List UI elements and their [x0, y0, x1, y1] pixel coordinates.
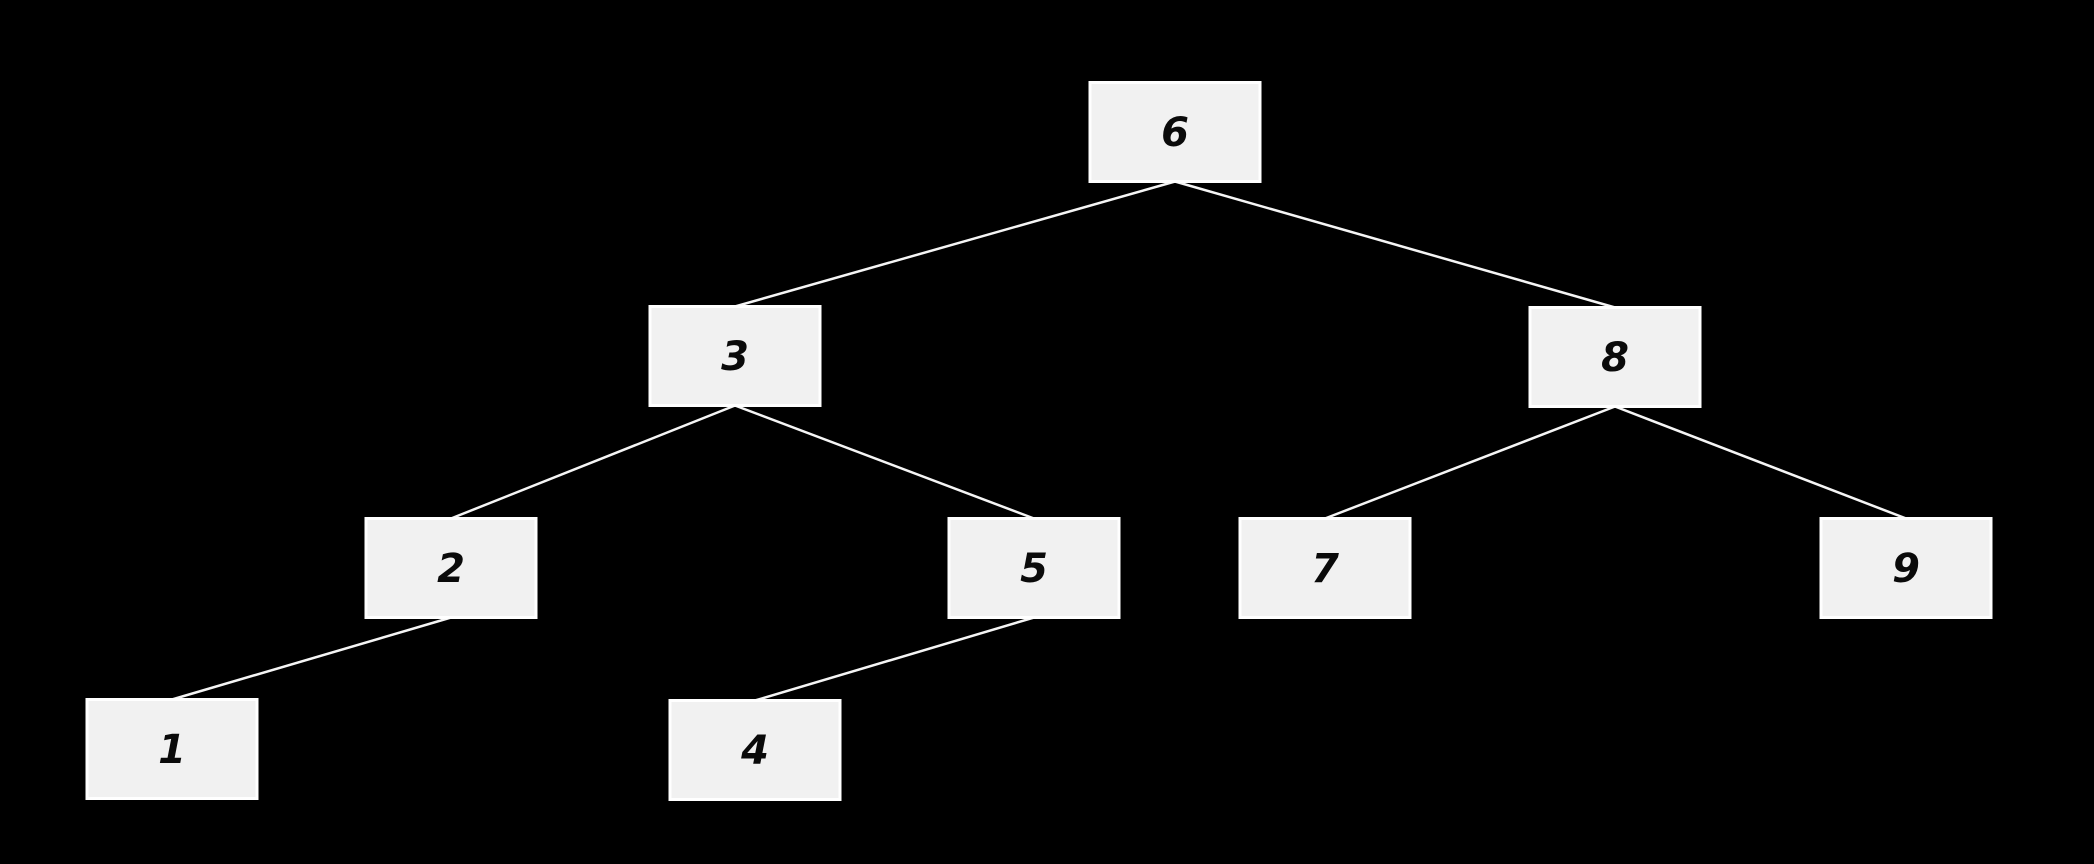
tree-edge-3-2 — [449, 404, 737, 520]
tree-edge-6-3 — [733, 180, 1177, 308]
tree-node-label-4: 4 — [740, 728, 769, 774]
tree-edge-6-8 — [1173, 180, 1617, 309]
tree-edge-8-7 — [1323, 405, 1617, 520]
tree-edge-5-4 — [753, 616, 1036, 702]
tree-node-7[interactable]: 7 — [1238, 517, 1412, 619]
tree-node-box-5 — [947, 517, 1121, 619]
tree-edge-8-9 — [1613, 405, 1908, 520]
tree-node-label-2: 2 — [437, 546, 465, 592]
tree-node-label-9: 9 — [1892, 546, 1920, 592]
tree-node-label-7: 7 — [1311, 546, 1339, 592]
tree-edge-2-1 — [170, 616, 453, 701]
tree-node-label-5: 5 — [1020, 546, 1048, 592]
tree-node-box-9 — [1819, 517, 1993, 619]
tree-node-8[interactable]: 8 — [1528, 306, 1702, 408]
tree-edge-3-5 — [733, 404, 1036, 520]
tree-node-label-8: 8 — [1601, 335, 1629, 381]
tree-node-box-6 — [1088, 81, 1262, 183]
tree-node-box-4 — [668, 699, 842, 801]
tree-node-box-8 — [1528, 306, 1702, 408]
tree-node-2[interactable]: 2 — [364, 517, 538, 619]
tree-node-box-2 — [364, 517, 538, 619]
tree-node-box-7 — [1238, 517, 1412, 619]
tree-node-9[interactable]: 9 — [1819, 517, 1993, 619]
tree-node-label-6: 6 — [1161, 110, 1189, 156]
tree-node-box-3 — [648, 305, 822, 407]
tree-node-label-3: 3 — [721, 334, 749, 380]
tree-node-1[interactable]: 1 — [85, 698, 259, 800]
tree-node-3[interactable]: 3 — [648, 305, 822, 407]
tree-node-box-1 — [85, 698, 259, 800]
tree-node-4[interactable]: 4 — [668, 699, 842, 801]
tree-node-label-1: 1 — [158, 727, 186, 773]
tree-node-6[interactable]: 6 — [1088, 81, 1262, 183]
tree-node-5[interactable]: 5 — [947, 517, 1121, 619]
